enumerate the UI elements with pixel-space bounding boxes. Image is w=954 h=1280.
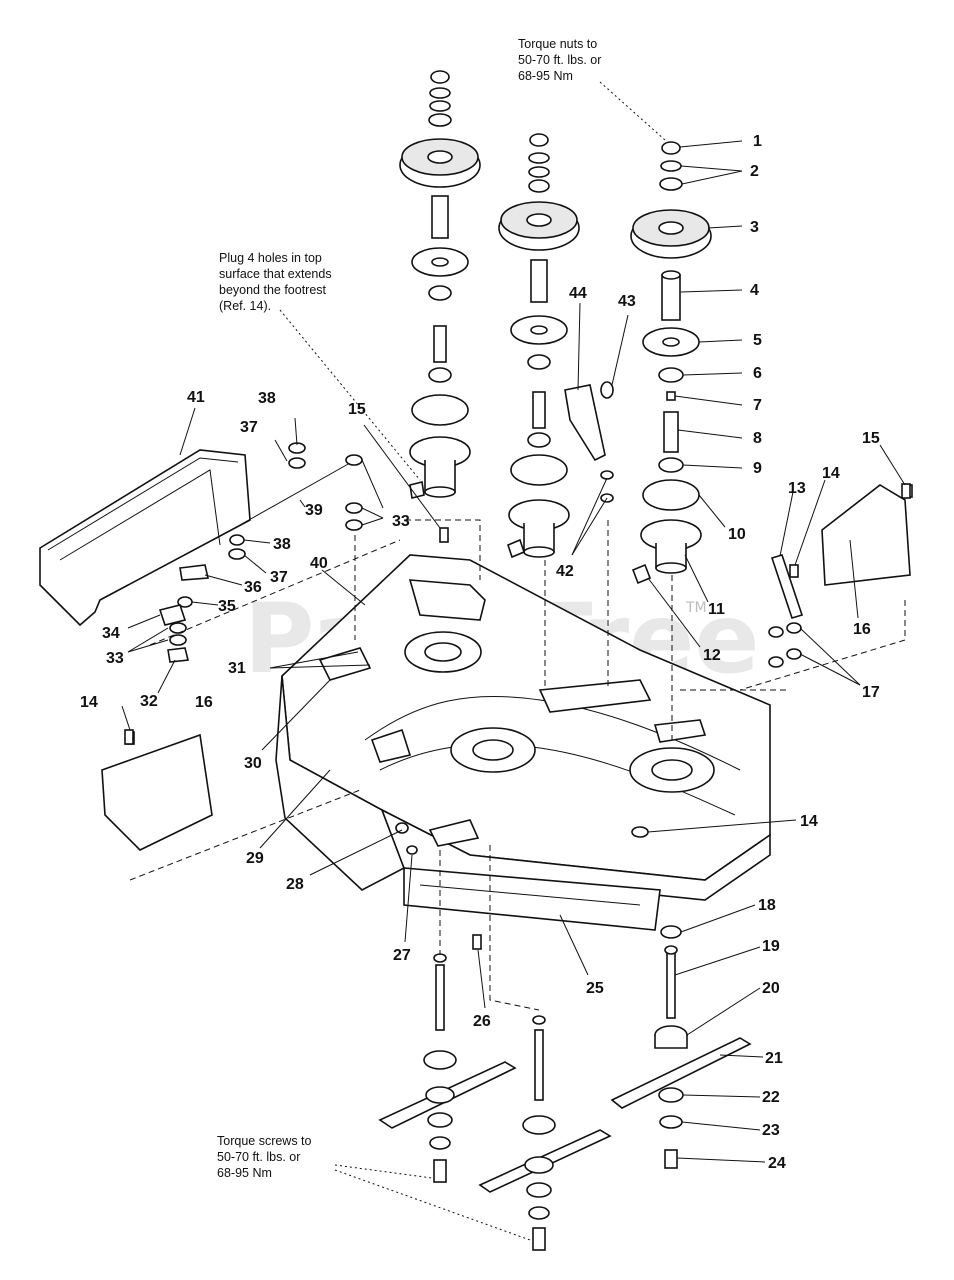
callout-36: 36 [244, 579, 262, 596]
callout-10: 10 [728, 526, 746, 543]
left-blade-assembly [378, 953, 517, 1183]
callout-33-right: 33 [392, 513, 410, 530]
bolt-icon [124, 481, 911, 950]
callout-44: 44 [569, 285, 587, 302]
right-blade-assembly [610, 925, 752, 1169]
right-chute-guard [821, 484, 913, 586]
callout-11: 11 [708, 601, 725, 618]
callout-3: 3 [750, 219, 759, 236]
callout-32: 32 [140, 693, 158, 710]
center-blade-assembly [478, 1015, 612, 1251]
callout-5: 5 [753, 332, 762, 349]
pulley-icon [498, 201, 580, 251]
bolt-icon [664, 1149, 678, 1169]
center-spindle-stack [498, 133, 580, 558]
bolt-icon [433, 1159, 447, 1183]
callout-40: 40 [310, 555, 328, 572]
nut-icon [428, 70, 452, 127]
callout-22: 22 [762, 1089, 780, 1106]
callout-14-left: 14 [80, 694, 98, 711]
callout-19: 19 [762, 938, 780, 955]
callout-24: 24 [768, 1155, 786, 1172]
spindle-housing-icon [409, 436, 471, 498]
right-spindle-stack [630, 141, 712, 585]
bolt-icon [532, 1227, 546, 1251]
spindle-housing-icon [508, 499, 570, 558]
bearing-icon [411, 247, 469, 301]
note-torque-screws: Torque screws to 50-70 ft. lbs. or 68-95… [217, 1134, 312, 1180]
belt-guard-icon [39, 449, 251, 627]
note-torque-nuts: Torque nuts to 50-70 ft. lbs. or 68-95 N… [518, 37, 602, 83]
callout-27: 27 [393, 947, 411, 964]
discharge-rod-parts [158, 442, 363, 663]
callout-38-lower: 38 [273, 536, 291, 553]
callout-35: 35 [218, 598, 236, 615]
callout-41: 41 [187, 389, 205, 406]
callout-38-upper: 38 [258, 390, 276, 407]
callout-37-upper: 37 [240, 419, 258, 436]
callout-33-left: 33 [106, 650, 124, 667]
bearing-icon [658, 367, 684, 383]
callout-8: 8 [753, 430, 762, 447]
callout-9: 9 [753, 460, 762, 477]
alignment-lines [129, 81, 906, 1241]
callout-14-deck: 14 [800, 813, 818, 830]
callout-26: 26 [473, 1013, 491, 1030]
callout-16-left: 16 [195, 694, 213, 711]
callout-37-lower: 37 [270, 569, 288, 586]
callout-21: 21 [765, 1050, 783, 1067]
callout-42: 42 [556, 563, 574, 580]
idler-parts [564, 381, 614, 503]
callout-12: 12 [703, 647, 721, 664]
callout-17: 17 [862, 684, 880, 701]
callout-25: 25 [586, 980, 604, 997]
callout-34: 34 [102, 625, 120, 642]
callout-43: 43 [618, 293, 636, 310]
pulley-icon [630, 209, 712, 259]
callout-28: 28 [286, 876, 304, 893]
callout-14-right: 14 [822, 465, 840, 482]
nut-icon [661, 141, 681, 155]
callout-20: 20 [762, 980, 780, 997]
callout-31: 31 [228, 660, 246, 677]
callout-39: 39 [305, 502, 323, 519]
callout-1: 1 [753, 133, 762, 150]
right-bracket-parts [768, 554, 804, 668]
callout-30: 30 [244, 755, 262, 772]
note-plug-holes: Plug 4 holes in top surface that extends… [219, 251, 332, 313]
washer-icon [659, 160, 683, 191]
callout-4: 4 [750, 282, 759, 299]
spindle-housing-icon [640, 519, 702, 574]
callout-16-right: 16 [853, 621, 871, 638]
leader-lines [121, 140, 906, 1163]
left-spindle-stack [399, 70, 481, 498]
left-chute-guard [101, 731, 213, 851]
blade-icon [610, 1037, 752, 1109]
callout-13: 13 [788, 480, 806, 497]
callout-2: 2 [750, 163, 759, 180]
callout-6: 6 [753, 365, 762, 382]
callout-labels: 1 2 3 4 5 6 7 8 9 10 11 12 13 14 14 14 1… [80, 133, 880, 1172]
callout-15-left: 15 [348, 401, 366, 418]
deck-shell-icon [275, 554, 771, 931]
watermark-tm: TM [685, 600, 707, 616]
callout-7: 7 [753, 397, 762, 414]
callout-29: 29 [246, 850, 264, 867]
callout-23: 23 [762, 1122, 780, 1139]
pulley-icon [399, 138, 481, 188]
callout-18: 18 [758, 897, 776, 914]
callout-15-right: 15 [862, 430, 880, 447]
